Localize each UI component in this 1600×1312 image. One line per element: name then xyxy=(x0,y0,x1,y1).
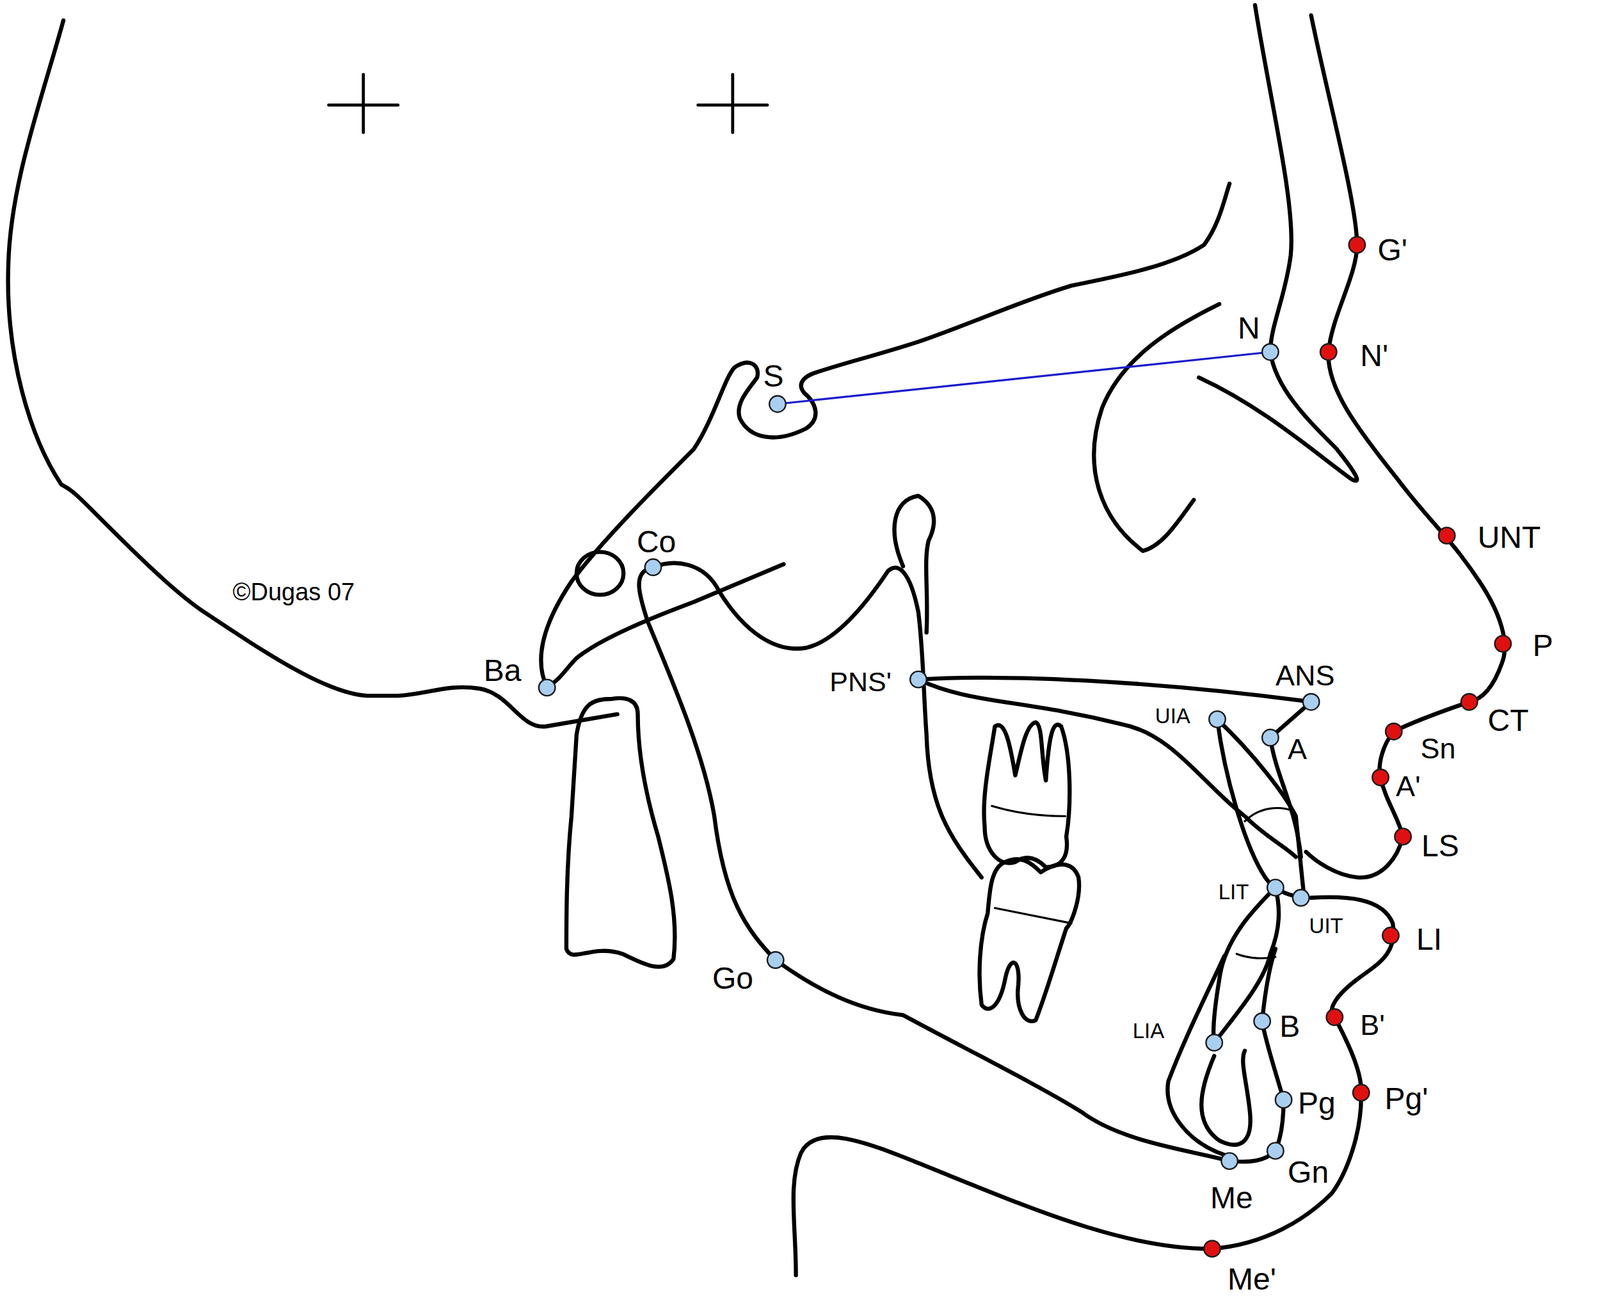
landmark-label: Sn xyxy=(1420,733,1456,763)
landmark-label: UIT xyxy=(1309,915,1344,937)
landmark-label: LIA xyxy=(1132,1020,1165,1042)
pterygoid xyxy=(894,496,935,633)
pharynx xyxy=(566,698,675,968)
orbit xyxy=(1093,304,1220,552)
landmark-label: PNS' xyxy=(829,668,892,696)
nasal-bone xyxy=(1198,5,1357,481)
landmark-label: A' xyxy=(1395,771,1421,800)
lower-incisor-cej xyxy=(1236,953,1276,959)
soft-tissue-points xyxy=(1203,236,1512,1257)
lower-molar xyxy=(979,858,1080,1021)
ear-rod xyxy=(576,551,624,595)
landmark-label: Ba xyxy=(483,655,522,687)
landmark-label: Go xyxy=(712,963,754,994)
cranium xyxy=(8,20,618,727)
landmark-label: UIA xyxy=(1155,704,1191,726)
lower-molar-cej xyxy=(994,908,1072,924)
landmark-label: LI xyxy=(1416,924,1442,955)
landmark-label: ANS xyxy=(1275,661,1336,690)
landmark-label: Me' xyxy=(1227,1264,1277,1295)
lower-soft-tissue xyxy=(793,897,1394,1276)
condyle-sigmoid xyxy=(652,563,982,878)
landmark-label: Pg xyxy=(1297,1088,1336,1119)
landmark-label: N' xyxy=(1360,340,1389,372)
mandible xyxy=(639,567,1284,1162)
landmark-label: Co xyxy=(636,526,676,558)
landmark-label: G' xyxy=(1377,234,1408,266)
landmark-label: Me xyxy=(1210,1182,1254,1214)
landmark-label: S xyxy=(763,360,784,392)
palate xyxy=(918,677,1312,857)
upper-incisor-cej xyxy=(1244,808,1295,822)
hard-tissue-points xyxy=(538,343,1320,1170)
landmark-label: Gn xyxy=(1287,1157,1329,1188)
crosses xyxy=(328,74,768,133)
landmark-label: LIT xyxy=(1218,881,1250,903)
landmark-label: P xyxy=(1532,630,1554,662)
landmark-label: N xyxy=(1237,312,1261,344)
sn-line xyxy=(777,352,1271,404)
landmark-label: CT xyxy=(1488,705,1529,736)
landmark-label: B' xyxy=(1360,1009,1385,1039)
landmark-label: Pg' xyxy=(1384,1083,1429,1115)
landmark-label: UNT xyxy=(1477,522,1542,553)
landmark-label: LS xyxy=(1421,830,1460,862)
upper-molar xyxy=(983,722,1070,868)
landmark-label: B xyxy=(1279,1011,1300,1042)
symphysis xyxy=(1167,956,1250,1156)
watermark: ©Dugas 07 xyxy=(232,579,356,605)
upper-molar-cej xyxy=(992,805,1066,816)
landmark-label: A xyxy=(1287,734,1307,764)
soft-tissue-profile xyxy=(1306,15,1505,878)
lower-incisor xyxy=(1213,887,1279,1043)
